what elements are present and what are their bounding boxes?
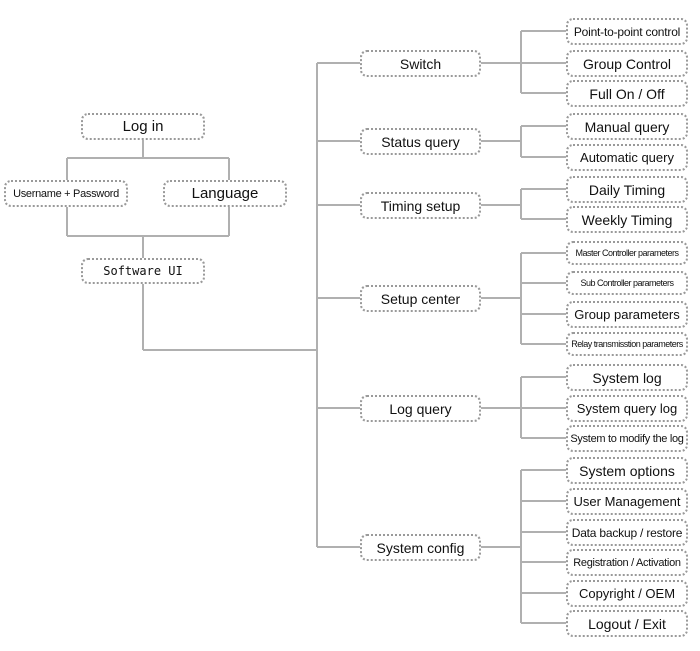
manual-query-box: Manual query <box>566 113 688 140</box>
status-query-box: Status query <box>360 128 481 155</box>
system-config-box: System config <box>360 534 481 561</box>
full-on-off-box: Full On / Off <box>566 80 688 107</box>
log-in-box: Log in <box>81 113 205 140</box>
switch-box: Switch <box>360 50 481 77</box>
data-backup-restore-box: Data backup / restore <box>566 519 688 546</box>
system-modify-log-box: System to modify the log <box>566 425 688 452</box>
automatic-query-box: Automatic query <box>566 144 688 171</box>
language-box: Language <box>163 180 287 207</box>
relay-transmission-parameters-box: Relay transmisstion parameters <box>566 332 688 356</box>
setup-center-box: Setup center <box>360 285 481 312</box>
master-controller-parameters-box: Master Controller parameters <box>566 241 688 265</box>
sub-controller-parameters-box: Sub Controller parameters <box>566 271 688 295</box>
group-control-box: Group Control <box>566 50 688 77</box>
system-log-box: System log <box>566 364 688 391</box>
weekly-timing-box: Weekly Timing <box>566 206 688 233</box>
log-query-box: Log query <box>360 395 481 422</box>
registration-activation-box: Registration / Activation <box>566 549 688 576</box>
user-management-box: User Management <box>566 488 688 515</box>
group-parameters-box: Group parameters <box>566 301 688 328</box>
system-query-log-box: System query log <box>566 395 688 422</box>
copyright-oem-box: Copyright / OEM <box>566 580 688 607</box>
username-password-box: Username + Password <box>4 180 128 207</box>
software-ui-box: Software UI <box>81 258 205 284</box>
logout-exit-box: Logout / Exit <box>566 610 688 637</box>
point-to-point-control-box: Point-to-point control <box>566 18 688 45</box>
timing-setup-box: Timing setup <box>360 192 481 219</box>
system-options-box: System options <box>566 457 688 484</box>
daily-timing-box: Daily Timing <box>566 176 688 203</box>
